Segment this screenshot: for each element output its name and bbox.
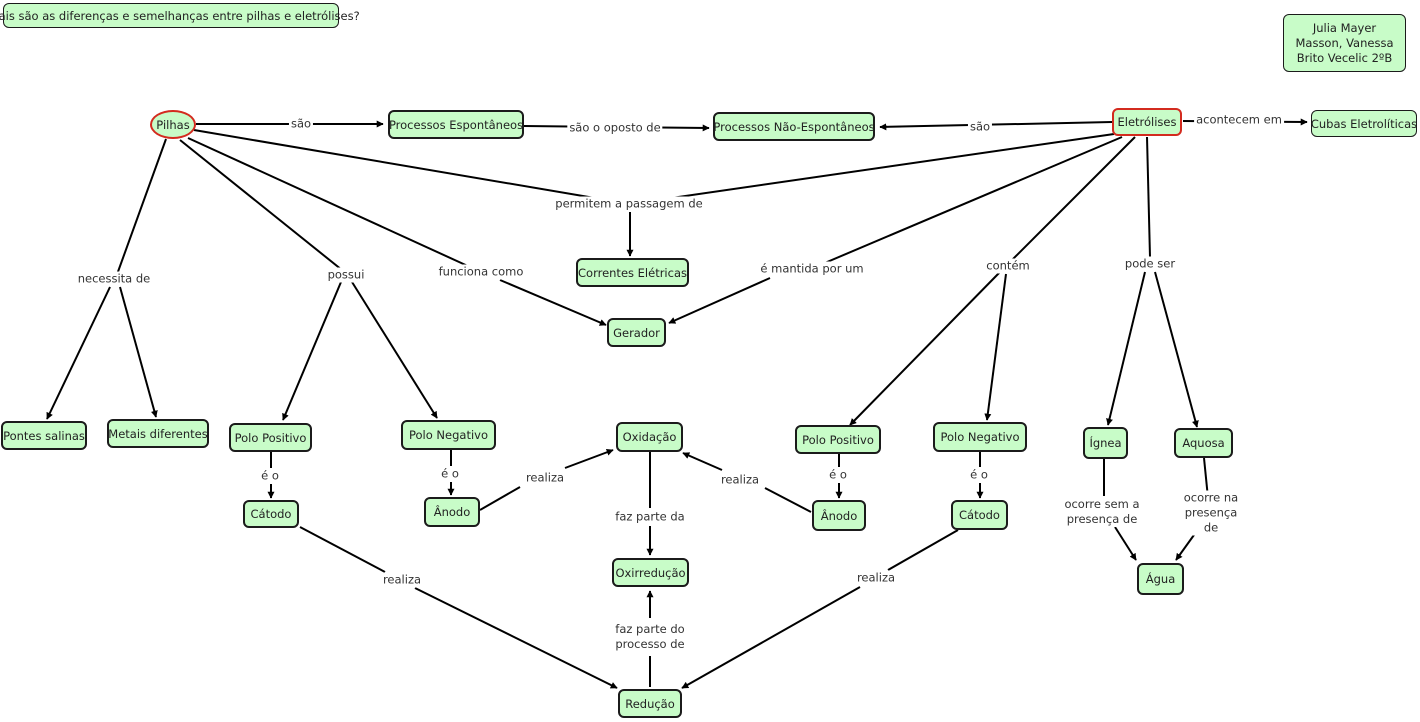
edge (299, 526, 386, 573)
edge (849, 271, 1001, 426)
link-label-e-o: é o (439, 466, 461, 482)
node-gerador[interactable]: Gerador (607, 318, 666, 347)
node-agua[interactable]: Água (1137, 563, 1184, 595)
edge (629, 133, 1115, 205)
edge (179, 139, 348, 275)
link-label-e-o: é o (827, 467, 849, 483)
edge (879, 121, 1113, 131)
link-label-ocorre-na-presenca-de: ocorre na presença de (1175, 490, 1247, 536)
node-processos-espontaneos[interactable]: Processos Espontâneos (388, 110, 524, 139)
node-ignea[interactable]: Ígnea (1083, 427, 1128, 459)
link-label-permitem-a-passagem-de: permitem a passagem de (553, 196, 705, 212)
edge (1106, 271, 1146, 426)
focus-question-box: Quais são as diferenças e semelhanças en… (0, 3, 360, 28)
edge (887, 529, 959, 571)
link-label-sao: são (288, 116, 314, 132)
edge (1154, 271, 1199, 428)
edge (187, 137, 471, 268)
authors-box: Julia Mayer Masson, Vanessa Brito Veceli… (1283, 14, 1406, 72)
edge (499, 279, 607, 326)
edge (819, 136, 1123, 266)
node-aquosa[interactable]: Aquosa (1174, 428, 1233, 458)
node-oxirreducao[interactable]: Oxirredução (612, 558, 689, 587)
edge (351, 281, 438, 419)
link-label-realiza: realiza (854, 570, 898, 586)
edge (114, 138, 167, 281)
edge (119, 286, 158, 418)
link-label-sao: são (967, 119, 993, 135)
node-oxidacao[interactable]: Oxidação (616, 422, 683, 452)
node-polo-negativo-pilha[interactable]: Polo Negativo (401, 420, 496, 450)
node-polo-positivo-pilha[interactable]: Polo Positivo (229, 423, 312, 452)
link-label-ocorre-sem-a-presenca-de: ocorre sem a presença de (1060, 497, 1144, 527)
link-label-e-o: é o (259, 468, 281, 484)
link-label-funciona-como: funciona como (436, 264, 526, 280)
edge (282, 281, 342, 421)
link-label-realiza: realiza (523, 470, 567, 486)
node-correntes-eletricas[interactable]: Correntes Elétricas (576, 258, 689, 287)
edge (1146, 136, 1151, 258)
edge (668, 277, 771, 324)
link-label-realiza: realiza (380, 572, 424, 588)
node-catodo-eletrolise[interactable]: Cátodo (951, 500, 1008, 530)
edge (1114, 526, 1137, 561)
node-polo-negativo-eletrolise[interactable]: Polo Negativo (933, 422, 1027, 452)
node-anodo-eletrolise[interactable]: Ânodo (812, 500, 866, 531)
node-processos-nao-espontaneos[interactable]: Processos Não-Espontâneos (713, 112, 875, 141)
edge (479, 486, 521, 511)
node-pontes-salinas[interactable]: Pontes salinas (1, 421, 87, 450)
edge (46, 286, 111, 420)
link-label-realiza: realiza (718, 472, 762, 488)
link-label-faz-parte-do-processo-de: faz parte do processo de (612, 622, 688, 652)
link-label-acontecem-em: acontecem em (1194, 112, 1284, 128)
edge (681, 586, 861, 689)
link-label-e-mantida-por-um: é mantida por um (758, 261, 866, 277)
node-catodo-pilha[interactable]: Cátodo (243, 500, 299, 528)
link-label-sao-o-oposto-de: são o oposto de (567, 120, 663, 136)
edge (682, 452, 723, 471)
node-reducao[interactable]: Redução (618, 689, 682, 718)
node-polo-positivo-eletrolise[interactable]: Polo Positivo (795, 425, 881, 454)
node-cubas-eletroliticas[interactable]: Cubas Eletrolíticas (1311, 110, 1417, 137)
edge (414, 587, 618, 689)
edge (764, 487, 812, 513)
edge (564, 448, 614, 469)
edge (984, 273, 1007, 421)
link-label-pode-ser: pode ser (1122, 256, 1178, 272)
link-label-contem: contém (984, 258, 1032, 274)
node-anodo-pilha[interactable]: Ânodo (424, 497, 480, 527)
link-label-e-o: é o (968, 467, 990, 483)
link-label-necessita-de: necessita de (75, 271, 153, 287)
edge (1009, 136, 1136, 263)
node-eletrolises[interactable]: Eletrólises (1112, 108, 1182, 136)
link-label-faz-parte-da: faz parte da (613, 509, 687, 525)
link-label-possui: possui (325, 267, 367, 283)
node-pilhas[interactable]: Pilhas (150, 110, 196, 139)
edge (193, 129, 631, 205)
node-metais-diferentes[interactable]: Metais diferentes (107, 419, 209, 448)
